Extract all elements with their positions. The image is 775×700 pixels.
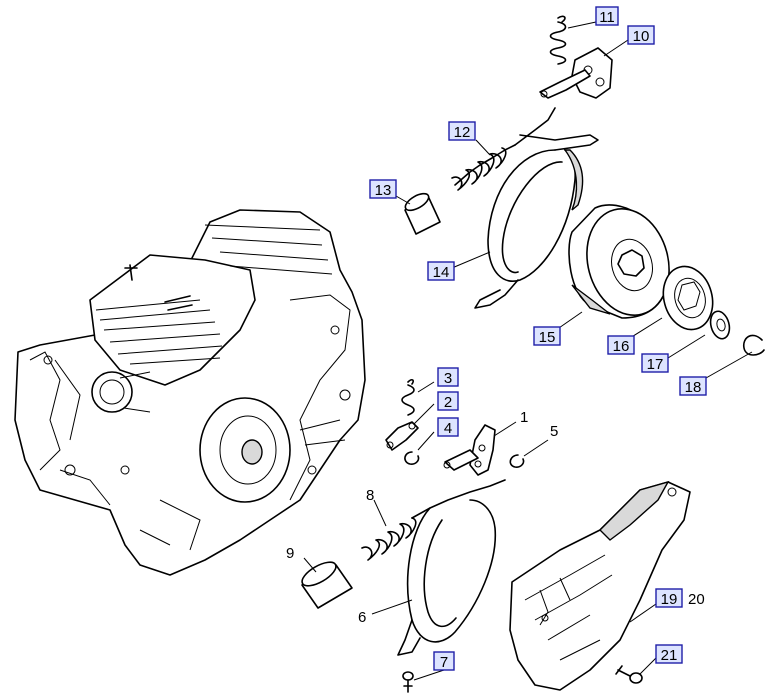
callout-16: 16 [607, 335, 635, 355]
svg-text:14: 14 [433, 264, 450, 281]
sleeve-part-13 [404, 192, 441, 235]
engine-housing-drawing [14, 209, 366, 576]
callout-19: 19 [655, 588, 683, 608]
callout-20: 20 [688, 591, 705, 608]
svg-text:3: 3 [444, 370, 452, 387]
sleeve-part-9 [301, 561, 353, 609]
brake-band-part-14 [474, 134, 599, 309]
svg-text:11: 11 [599, 9, 615, 26]
svg-text:16: 16 [613, 338, 630, 355]
callout-2: 2 [437, 391, 459, 411]
spring-part-3 [401, 379, 415, 416]
sprocket-cover-part-19 [509, 480, 691, 691]
svg-text:1: 1 [520, 409, 528, 426]
svg-text:10: 10 [633, 28, 650, 45]
spring-part-11 [549, 15, 567, 65]
callout-8: 8 [366, 487, 374, 504]
svg-text:18: 18 [685, 379, 702, 396]
callout-12: 12 [448, 121, 476, 141]
callout-17: 17 [641, 353, 669, 373]
sprocket-part-16 [662, 265, 714, 331]
callout-21: 21 [655, 644, 683, 664]
lever-part-10 [539, 47, 613, 99]
svg-text:4: 4 [444, 420, 452, 437]
callout-4: 4 [437, 417, 459, 437]
washer-part-17 [709, 310, 731, 340]
callout-6: 6 [358, 609, 366, 626]
svg-text:12: 12 [454, 124, 471, 141]
svg-text:7: 7 [440, 654, 448, 671]
svg-text:9: 9 [286, 545, 294, 562]
lever-part-2 [385, 421, 419, 451]
svg-text:17: 17 [647, 356, 664, 373]
svg-text:13: 13 [375, 182, 392, 199]
callout-13: 13 [369, 179, 397, 199]
callout-7: 7 [433, 651, 455, 671]
svg-text:19: 19 [661, 591, 678, 608]
callout-18: 18 [679, 376, 707, 396]
callout-14: 14 [427, 261, 455, 281]
brake-band-part-6 [397, 499, 497, 656]
circlip-part-4 [404, 451, 420, 465]
callout-5: 5 [550, 423, 558, 440]
screw-part-21 [615, 665, 643, 684]
spring-part-12 [451, 107, 556, 191]
screw-part-7 [402, 671, 414, 693]
circlip-part-5 [509, 454, 525, 468]
clutch-drum-part-15 [568, 204, 670, 319]
svg-text:2: 2 [444, 394, 452, 411]
callout-3: 3 [437, 367, 459, 387]
e-clip-part-18 [742, 334, 765, 356]
callout-11: 11 [595, 6, 619, 26]
svg-text:5: 5 [550, 423, 558, 440]
svg-text:8: 8 [366, 487, 374, 504]
callout-10: 10 [627, 25, 655, 45]
svg-text:15: 15 [539, 329, 556, 346]
svg-text:21: 21 [661, 647, 678, 664]
lever-part-1 [443, 424, 496, 476]
callout-15: 15 [533, 326, 561, 346]
svg-text:6: 6 [358, 609, 366, 626]
callout-9: 9 [286, 545, 294, 562]
svg-text:20: 20 [688, 591, 705, 608]
spring-part-8 [361, 479, 506, 561]
callout-1: 1 [520, 409, 528, 426]
